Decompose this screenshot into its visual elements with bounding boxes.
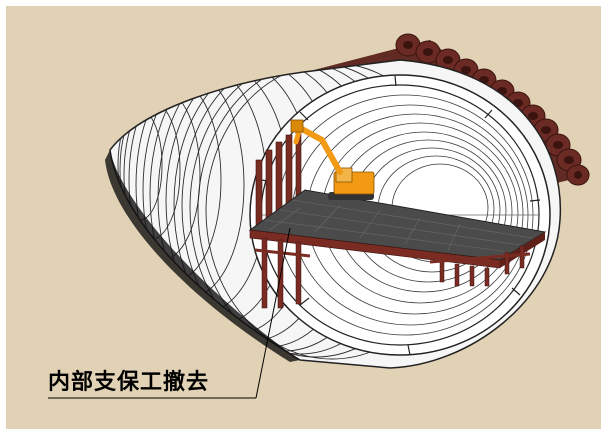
caption-label: 内部支保工撤去 <box>48 370 210 395</box>
excavator-icon <box>290 119 375 200</box>
leader-line <box>48 227 291 399</box>
